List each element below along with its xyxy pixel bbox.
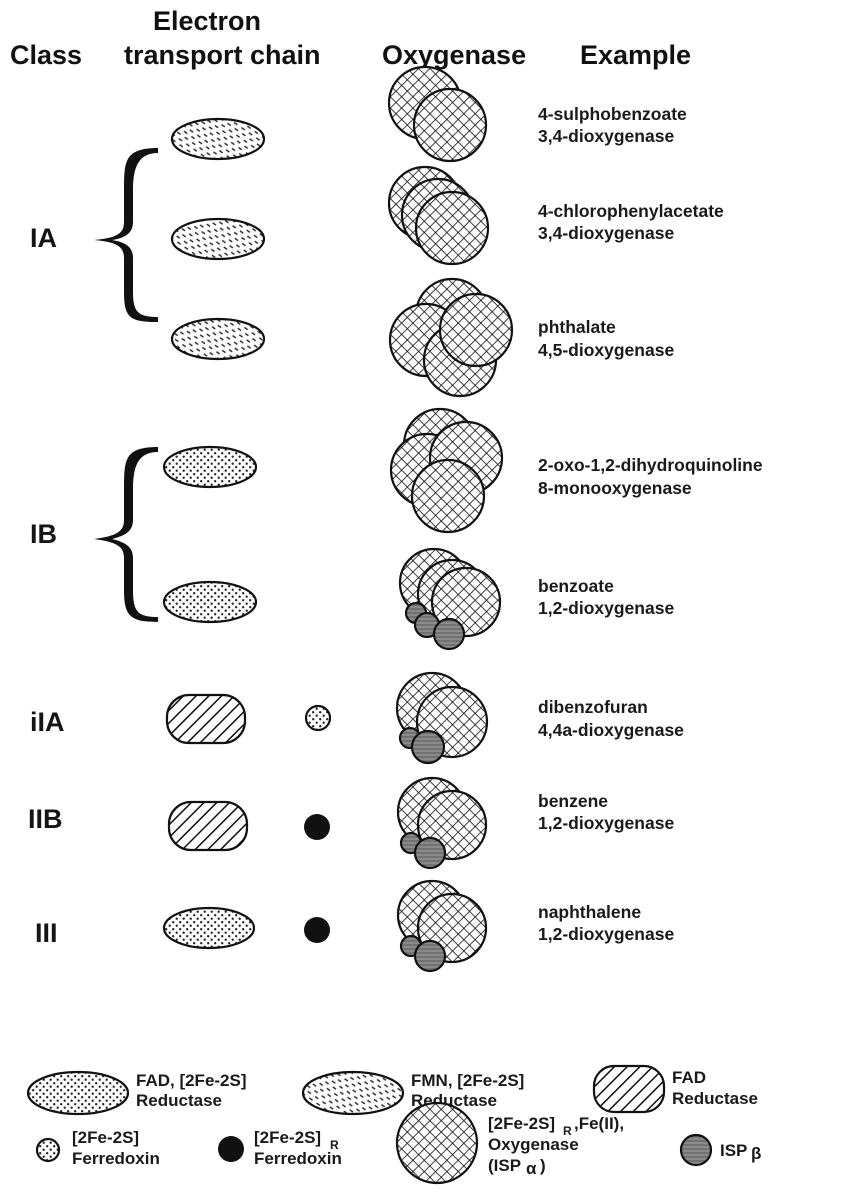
legend-oxygenase-alpha: α bbox=[526, 1159, 537, 1178]
fad-fes-reductase-ib-2 bbox=[164, 582, 256, 622]
example-3-line1: phthalate bbox=[538, 317, 616, 337]
isp-beta-subunit bbox=[412, 731, 444, 763]
legend-oxygenase-icon bbox=[397, 1103, 477, 1183]
class-label-ia: IA bbox=[30, 223, 57, 253]
class-label-iib: IIB bbox=[28, 804, 63, 834]
legend-fad-reductase-icon bbox=[594, 1066, 664, 1112]
legend-ferredoxin-line1: [2Fe-2S] bbox=[72, 1128, 139, 1147]
oxygenase-cluster-7 bbox=[398, 778, 486, 868]
example-7-line2: 1,2-dioxygenase bbox=[538, 813, 674, 833]
isp-beta-subunit bbox=[415, 838, 445, 868]
example-2-line1: 4-chlorophenylacetate bbox=[538, 201, 724, 221]
legend-oxygenase-line2: Oxygenase bbox=[488, 1135, 579, 1154]
fmn-fes-reductase-ia-2 bbox=[172, 219, 264, 259]
oxygenase-cluster-2 bbox=[389, 167, 488, 264]
legend-oxygenase-line1b: ,Fe(II), bbox=[574, 1114, 624, 1133]
legend-oxygenase-line3: (ISP bbox=[488, 1156, 521, 1175]
header-class: Class bbox=[10, 40, 82, 70]
example-6-line2: 4,4a-dioxygenase bbox=[538, 720, 684, 740]
legend-fad-fes-reductase-line2: Reductase bbox=[136, 1091, 222, 1110]
brace-ia bbox=[94, 148, 158, 322]
legend-ferredoxin-line2: Ferredoxin bbox=[72, 1149, 160, 1168]
legend-fad-reductase-line2: Reductase bbox=[672, 1089, 758, 1108]
class-label-ib: IB bbox=[30, 519, 57, 549]
oxygenase-cluster-4 bbox=[391, 409, 502, 532]
header-oxygenase: Oxygenase bbox=[382, 40, 526, 70]
example-1-line1: 4-sulphobenzoate bbox=[538, 104, 687, 124]
header-etc-line1: Electron bbox=[153, 6, 261, 36]
legend-ferredoxin-icon bbox=[37, 1139, 59, 1161]
ferredoxin-r-iib bbox=[304, 814, 330, 840]
example-6-line1: dibenzofuran bbox=[538, 697, 648, 717]
isp-beta-subunit bbox=[415, 941, 445, 971]
fmn-fes-reductase-ia-1 bbox=[172, 119, 264, 159]
oxygenase-cluster-5 bbox=[400, 549, 500, 649]
ferredoxin-r-iii bbox=[304, 917, 330, 943]
legend-oxygenase-line1a: [2Fe-2S] bbox=[488, 1114, 555, 1133]
fad-reductase-iia bbox=[167, 695, 245, 743]
class-label-iia: iIA bbox=[30, 707, 65, 737]
legend-fad-fes-reductase-icon bbox=[28, 1072, 128, 1114]
example-3-line2: 4,5-dioxygenase bbox=[538, 340, 674, 360]
header-etc-line2: transport chain bbox=[124, 40, 321, 70]
legend-isp-beta-symbol: β bbox=[751, 1144, 761, 1163]
example-4-line2: 8-monooxygenase bbox=[538, 478, 692, 498]
oxygenase-cluster-1 bbox=[389, 67, 486, 161]
example-7-line1: benzene bbox=[538, 791, 608, 811]
legend-isp-beta-text: ISP bbox=[720, 1141, 747, 1160]
legend-fad-fes-reductase-line1: FAD, [2Fe-2S] bbox=[136, 1071, 247, 1090]
example-8-line2: 1,2-dioxygenase bbox=[538, 924, 674, 944]
legend-oxygenase-line3b: ) bbox=[540, 1156, 546, 1175]
header-example: Example bbox=[580, 40, 691, 70]
class-label-iii: III bbox=[35, 918, 58, 948]
legend-fad-reductase-line1: FAD bbox=[672, 1068, 706, 1087]
fmn-fes-reductase-ia-3 bbox=[172, 319, 264, 359]
legend-ferredoxin-r-icon bbox=[218, 1136, 244, 1162]
legend-isp-beta-icon bbox=[681, 1135, 711, 1165]
brace-ib bbox=[94, 447, 158, 622]
oxygenase-cluster-6 bbox=[397, 673, 487, 763]
fad-reductase-iib bbox=[169, 802, 247, 850]
legend: FAD, [2Fe-2S] Reductase FMN, [2Fe-2S] Re… bbox=[28, 1066, 761, 1183]
example-5-line1: benzoate bbox=[538, 576, 614, 596]
example-2-line2: 3,4-dioxygenase bbox=[538, 223, 674, 243]
isp-beta-subunit bbox=[434, 619, 464, 649]
example-8-line1: naphthalene bbox=[538, 902, 641, 922]
legend-ferredoxin-r-line2: Ferredoxin bbox=[254, 1149, 342, 1168]
legend-fmn-fes-reductase-line1: FMN, [2Fe-2S] bbox=[411, 1071, 524, 1090]
fad-fes-reductase-ib-1 bbox=[164, 447, 256, 487]
fad-fes-reductase-iii bbox=[164, 908, 254, 948]
example-1-line2: 3,4-dioxygenase bbox=[538, 126, 674, 146]
example-4-line1: 2-oxo-1,2-dihydroquinoline bbox=[538, 455, 763, 475]
ferredoxin-iia bbox=[306, 706, 330, 730]
legend-ferredoxin-r-line1: [2Fe-2S] bbox=[254, 1128, 321, 1147]
oxygenase-cluster-3 bbox=[390, 279, 512, 396]
example-5-line2: 1,2-dioxygenase bbox=[538, 598, 674, 618]
legend-fmn-fes-reductase-icon bbox=[303, 1072, 403, 1114]
oxygenase-cluster-8 bbox=[398, 881, 486, 971]
